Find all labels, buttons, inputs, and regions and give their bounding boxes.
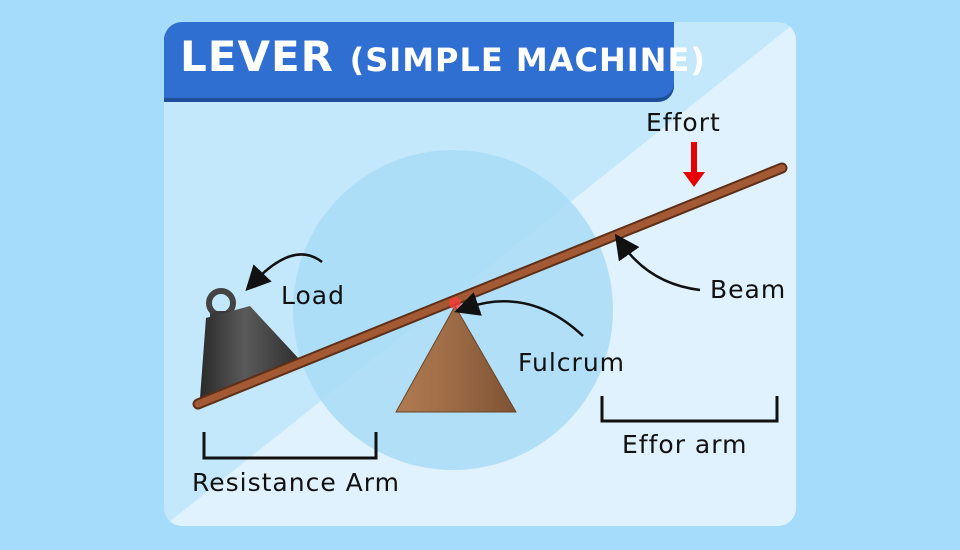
- effort-arrow: [683, 142, 705, 187]
- beam-label: Beam: [710, 275, 787, 304]
- load-label: Load: [281, 281, 345, 310]
- fulcrum-pointer-arrow: [454, 292, 584, 337]
- lever-beam: [194, 164, 786, 408]
- weight-body: [200, 306, 300, 398]
- effort-label: Effort: [646, 108, 721, 137]
- title-banner: LEVER (SIMPLE MACHINE): [164, 22, 705, 98]
- pivot-point: [449, 297, 461, 309]
- beam-pointer-arrow: [614, 233, 701, 292]
- effort-arm-label: Effor arm: [622, 430, 748, 459]
- title-main: LEVER: [180, 32, 334, 81]
- title-sub: (SIMPLE MACHINE): [349, 41, 706, 79]
- fulcrum-label: Fulcrum: [518, 348, 626, 377]
- page-title: LEVER (SIMPLE MACHINE): [180, 32, 706, 81]
- fulcrum-triangle: [395, 304, 517, 413]
- resistance-arm-bracket: [202, 432, 378, 460]
- resistance-arm-label: Resistance Arm: [192, 468, 400, 497]
- load-weight: [200, 288, 300, 398]
- load-pointer-arrow: [245, 253, 323, 292]
- effort-arm-bracket: [600, 396, 779, 423]
